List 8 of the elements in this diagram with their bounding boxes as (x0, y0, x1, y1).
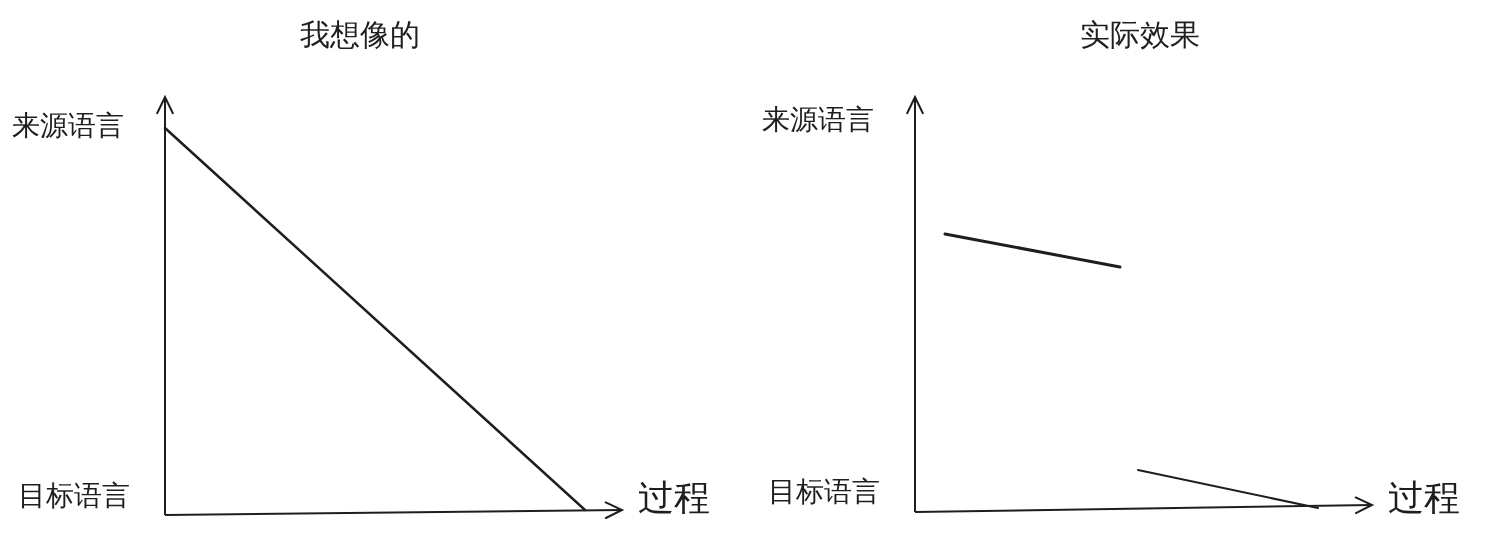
axis-label: 过程 (1388, 480, 1460, 516)
panel-title: 我想像的 (300, 20, 420, 50)
panel-title: 实际效果 (1080, 20, 1200, 50)
axis-label: 过程 (638, 480, 710, 516)
axis-label: 来源语言 (762, 106, 874, 134)
axis-label: 目标语言 (768, 478, 880, 506)
axis-label: 来源语言 (12, 112, 124, 140)
axis-label: 目标语言 (18, 482, 130, 510)
